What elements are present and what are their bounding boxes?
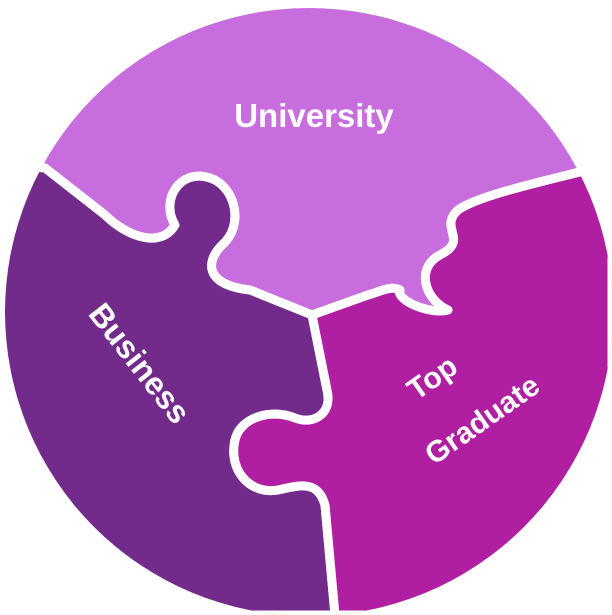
university-label: University — [234, 97, 394, 134]
top-graduate-piece — [229, 160, 612, 615]
